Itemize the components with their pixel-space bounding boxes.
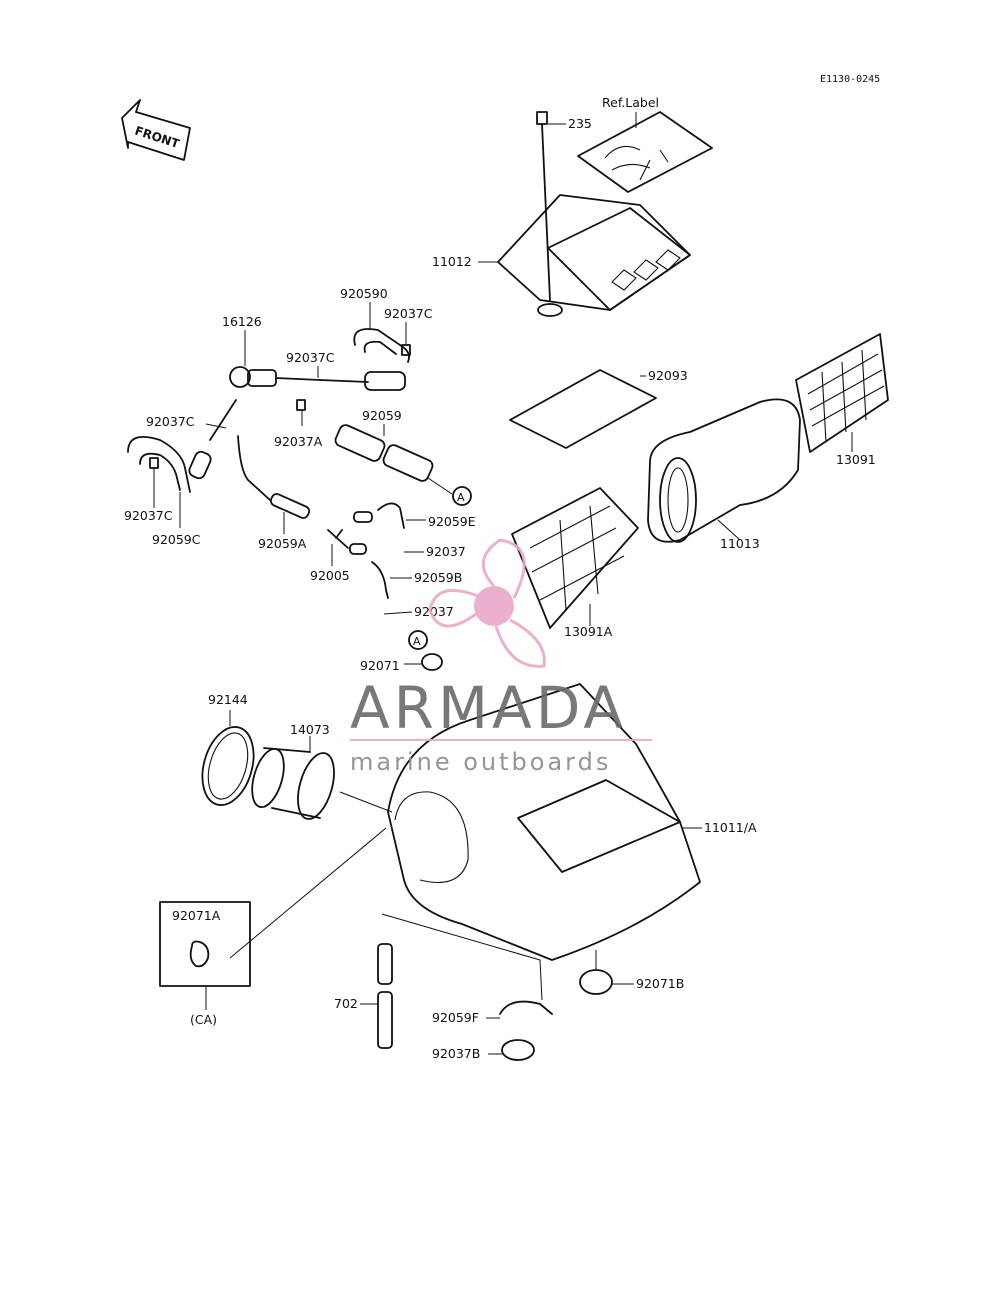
- label-92071B: 92071B: [636, 976, 684, 991]
- valve-16126: [229, 330, 406, 391]
- front-label: FRONT: [133, 124, 182, 152]
- cage-13091: [795, 333, 889, 453]
- label-92093: 92093: [648, 368, 688, 383]
- label-92144: 92144: [208, 692, 248, 707]
- case-11011A: [339, 683, 702, 961]
- label-92059C: 92059C: [152, 532, 201, 547]
- svg-text:A: A: [457, 491, 465, 504]
- label-92059B: 92059B: [414, 570, 462, 585]
- label-92059E: 92059E: [428, 514, 476, 529]
- label-92037C-d: 92037C: [124, 508, 173, 523]
- ca-box: [159, 827, 387, 1010]
- clip-92037C-top: [401, 322, 411, 356]
- label-92005: 92005: [310, 568, 350, 583]
- cage-13091A: [511, 487, 639, 629]
- svg-text:A: A: [413, 635, 421, 648]
- label-702: 702: [334, 996, 358, 1011]
- hose-92059B: [371, 561, 412, 599]
- ring-92144: [201, 710, 255, 806]
- label-92037-b: 92037: [414, 604, 454, 619]
- propeller-logo-icon: [428, 538, 546, 668]
- grommet-92071: [404, 653, 443, 671]
- label-92059F: 92059F: [432, 1010, 479, 1025]
- hose-920590: [353, 302, 410, 363]
- marker-A-lower: A: [408, 630, 428, 650]
- cover-11012: [478, 194, 691, 317]
- tee-92005: [327, 529, 367, 566]
- label-92037C-a: 92037C: [384, 306, 433, 321]
- label-11012: 11012: [432, 254, 472, 269]
- label-92037-a: 92037: [426, 544, 466, 559]
- label-11011A: 11011/A: [704, 820, 757, 835]
- armada-watermark: ARMADA marine outboards: [350, 538, 652, 776]
- label-13091: 13091: [836, 452, 876, 467]
- hose-92059A: [237, 435, 311, 534]
- label-CA: (CA): [190, 1012, 217, 1027]
- label-235: 235: [568, 116, 592, 131]
- tube-702: [360, 913, 543, 1049]
- watermark-brand: ARMADA: [350, 674, 627, 742]
- hose-92059E: [353, 502, 426, 529]
- element-11013: [647, 398, 801, 543]
- label-13091A: 13091A: [564, 624, 613, 639]
- label-14073: 14073: [290, 722, 330, 737]
- label-16126: 16126: [222, 314, 262, 329]
- label-11013: 11013: [720, 536, 760, 551]
- marker-A-upper: A: [452, 486, 472, 506]
- label-92037A: 92037A: [274, 434, 323, 449]
- filter-92093: [509, 369, 657, 449]
- ref-label-text: Ref.Label: [602, 95, 659, 110]
- hose-92059: [334, 424, 453, 495]
- hose-92059C: [127, 399, 237, 493]
- clip-92037C-left: [149, 457, 159, 508]
- label-92037B: 92037B: [432, 1046, 480, 1061]
- ref-label-card: [577, 111, 713, 193]
- label-92071: 92071: [360, 658, 400, 673]
- label-92071A: 92071A: [172, 908, 221, 923]
- label-92059: 92059: [362, 408, 402, 423]
- diagram-code: E1130-0245: [820, 74, 880, 85]
- bolt-235: [536, 111, 566, 301]
- label-92037C-b: 92037C: [286, 350, 335, 365]
- label-92059A: 92059A: [258, 536, 307, 551]
- duct-14073: [251, 736, 335, 820]
- front-arrow-icon: FRONT: [121, 99, 191, 161]
- watermark-tagline: marine outboards: [350, 748, 611, 776]
- label-920590: 920590: [340, 286, 388, 301]
- grommet-92071B: [579, 950, 634, 995]
- clip-92037A: [296, 399, 306, 426]
- hose-92059F: [486, 1000, 553, 1019]
- clamp-92037B: [488, 1039, 535, 1061]
- label-92037C-c: 92037C: [146, 414, 195, 429]
